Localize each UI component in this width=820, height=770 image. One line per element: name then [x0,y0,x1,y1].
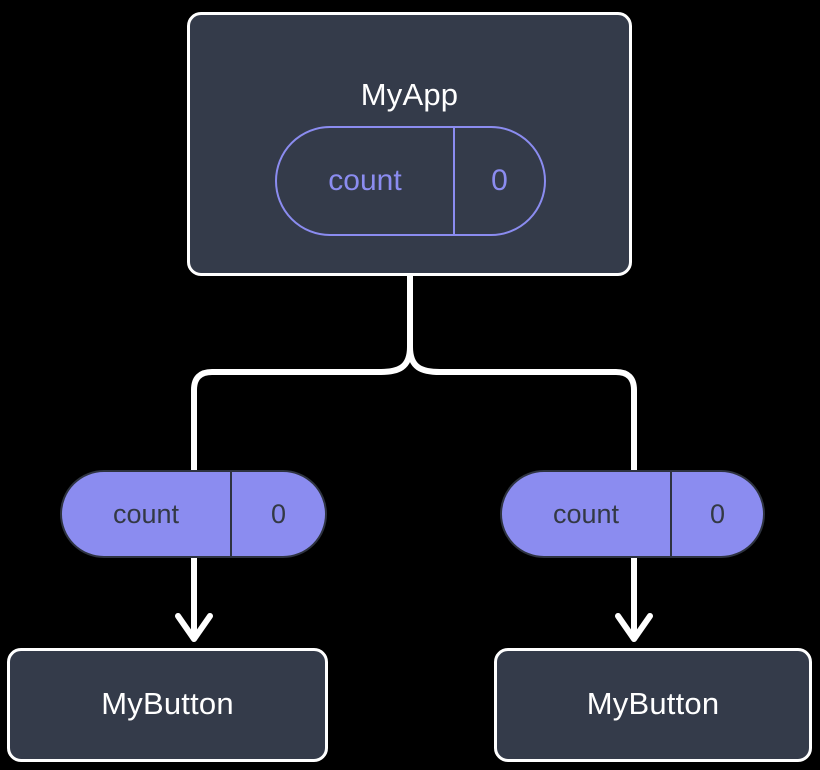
component-label-mybutton: MyButton [586,686,720,721]
state-pill-root[interactable]: count 0 [275,126,546,236]
state-value-label: 0 [709,498,726,529]
state-key-label: count [277,128,455,234]
state-value-label: 0 [270,498,287,529]
component-node-mybutton-left[interactable]: MyButton [7,648,328,762]
wire-arrow-right-head [615,613,653,642]
wire-arrow-left-head [175,613,213,642]
component-node-mybutton-right[interactable]: MyButton [494,648,812,762]
state-pill-child-right[interactable]: count 0 [500,470,765,558]
component-label-myapp: MyApp [360,77,459,112]
state-pill-child-left[interactable]: count 0 [60,470,327,558]
component-label-mybutton: MyButton [101,686,234,721]
wire-branch-left [191,344,413,473]
wire-branch-right [407,344,637,473]
state-key-label: count [62,472,232,556]
state-key-label: count [502,472,672,556]
state-value-label: 0 [491,164,508,197]
